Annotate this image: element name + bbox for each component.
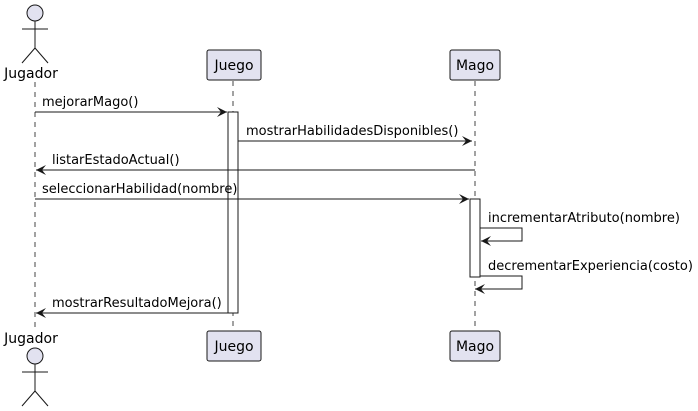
message-label-6: decrementarExperiencia(costo) [488, 259, 693, 274]
actor-jugador-bottom-label: Jugador [3, 331, 58, 347]
actor-jugador-top: Jugador [3, 4, 58, 82]
message-label-3: listarEstadoActual() [52, 153, 180, 168]
message-arrow-5 [480, 227, 523, 246]
actor-head-icon [26, 4, 44, 22]
participant-juego-bottom-label: Juego [213, 339, 253, 355]
message-label-4: seleccionarHabilidad(nombre) [42, 182, 237, 197]
message-label-7: mostrarResultadoMejora() [52, 296, 222, 311]
participant-mago-top-label: Mago [456, 58, 494, 74]
participant-juego-top: Juego [206, 49, 262, 81]
message-label-1: mejorarMago() [42, 95, 138, 110]
activation-mago [469, 198, 481, 278]
message-label-2: mostrarHabilidadesDisponibles() [246, 124, 458, 139]
message-label-5: incrementarAtributo(nombre) [488, 211, 680, 226]
actor-head-icon [26, 347, 44, 365]
message-arrow-6 [475, 275, 523, 294]
participant-mago-top: Mago [449, 49, 501, 81]
activation-juego [227, 111, 239, 314]
actor-jugador-bottom: Jugador [3, 331, 58, 407]
participant-mago-bottom-label: Mago [456, 339, 494, 355]
actor-jugador-top-label: Jugador [3, 66, 58, 82]
participant-juego-bottom: Juego [206, 330, 262, 362]
participant-juego-top-label: Juego [213, 58, 253, 74]
participant-mago-bottom: Mago [449, 330, 501, 362]
